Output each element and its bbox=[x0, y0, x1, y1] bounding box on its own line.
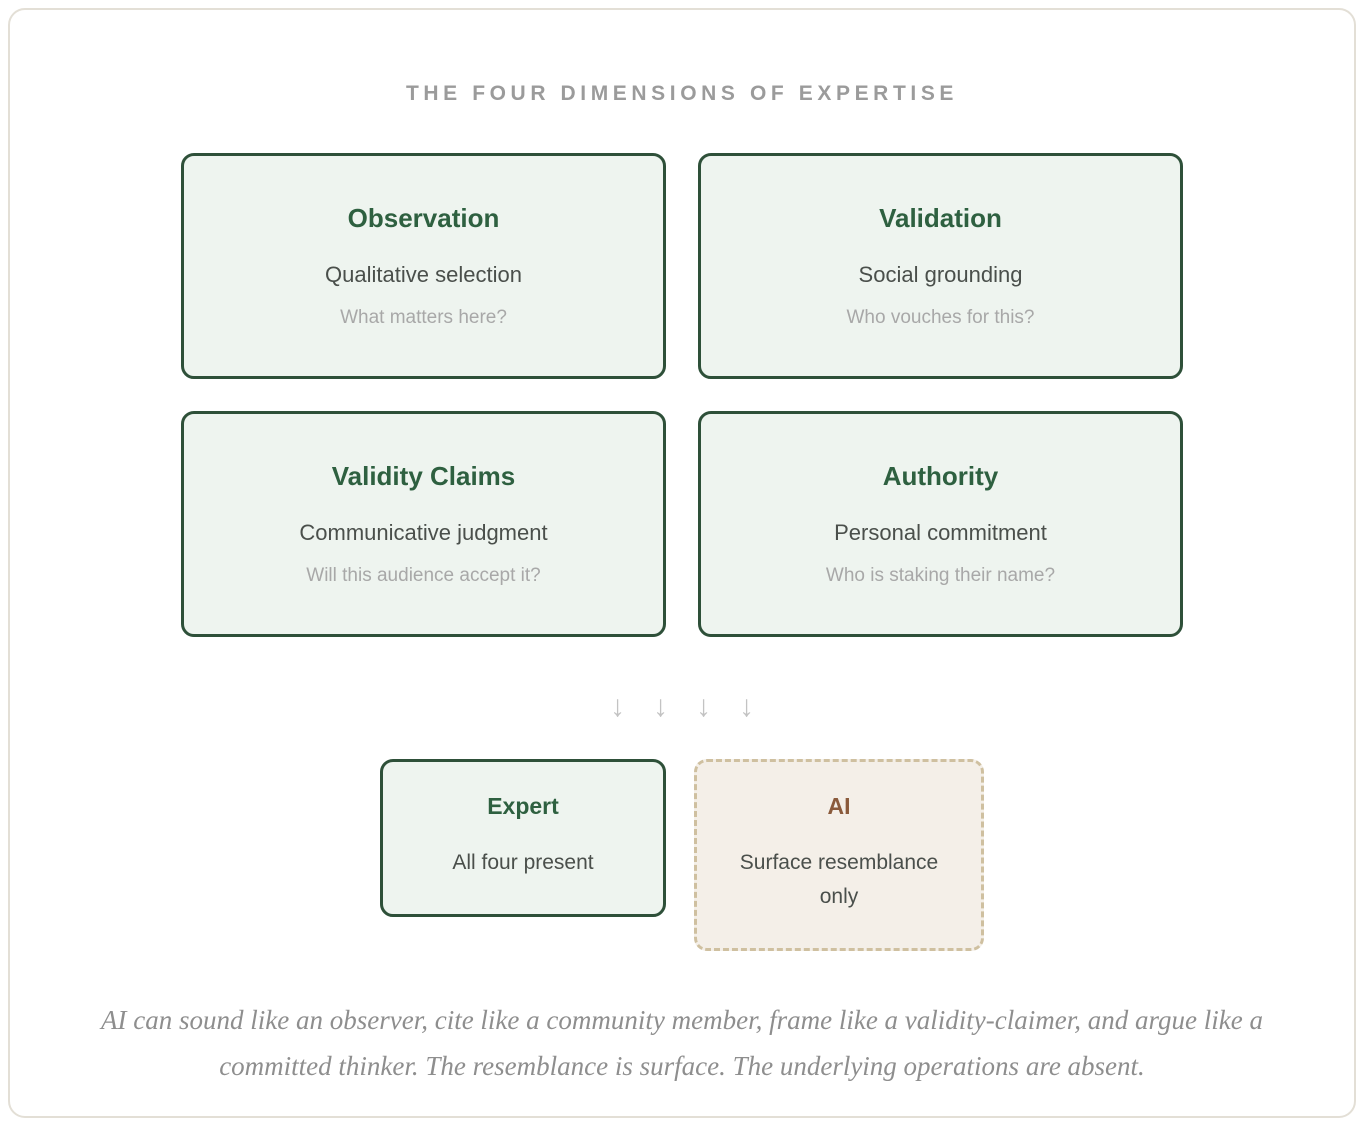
dimension-card-validation: Validation Social grounding Who vouches … bbox=[698, 153, 1183, 379]
arrow-down-icon: ↓ bbox=[696, 690, 711, 723]
arrow-down-icon: ↓ bbox=[610, 690, 625, 723]
dimension-card-question: Who is staking their name? bbox=[825, 565, 1056, 586]
outcome-description: Surface resemblance only bbox=[739, 851, 939, 909]
dimension-card-subtitle: Qualitative selection bbox=[325, 262, 522, 287]
figure-title: THE FOUR DIMENSIONS OF EXPERTISE bbox=[405, 82, 959, 105]
dimension-card-question: Will this audience accept it? bbox=[306, 565, 541, 586]
dimension-card-title: Authority bbox=[882, 461, 999, 491]
dimension-card-question: Who vouches for this? bbox=[846, 307, 1035, 328]
dimension-card-authority: Authority Personal commitment Who is sta… bbox=[698, 411, 1183, 637]
outcome-box-ai: AI Surface resemblance only bbox=[694, 759, 984, 952]
dimension-card-question: What matters here? bbox=[340, 307, 507, 328]
outcome-box-expert: Expert All four present bbox=[380, 759, 666, 918]
figure-caption: AI can sound like an observer, cite like… bbox=[101, 1005, 1263, 1082]
dimension-card-subtitle: Social grounding bbox=[858, 262, 1023, 287]
dimension-card-observation: Observation Qualitative selection What m… bbox=[181, 153, 666, 379]
dimension-card-title: Observation bbox=[347, 203, 500, 233]
arrow-row: ↓ ↓ ↓ ↓ bbox=[10, 692, 1354, 722]
dimension-card-subtitle: Personal commitment bbox=[834, 520, 1047, 545]
dimension-card-validity-claims: Validity Claims Communicative judgment W… bbox=[181, 411, 666, 637]
dimension-card-title: Validation bbox=[879, 203, 1002, 233]
dimension-grid: Observation Qualitative selection What m… bbox=[181, 153, 1183, 637]
outcome-row: Expert All four present AI Surface resem… bbox=[10, 759, 1354, 952]
arrow-down-icon: ↓ bbox=[739, 690, 754, 723]
arrow-down-icon: ↓ bbox=[653, 690, 668, 723]
dimension-card-subtitle: Communicative judgment bbox=[299, 520, 548, 545]
figure-frame: THE FOUR DIMENSIONS OF EXPERTISE Observa… bbox=[8, 8, 1356, 1118]
outcome-title: AI bbox=[827, 793, 851, 819]
outcome-description: All four present bbox=[452, 851, 594, 874]
dimension-card-title: Validity Claims bbox=[331, 461, 516, 491]
outcome-title: Expert bbox=[487, 793, 559, 819]
